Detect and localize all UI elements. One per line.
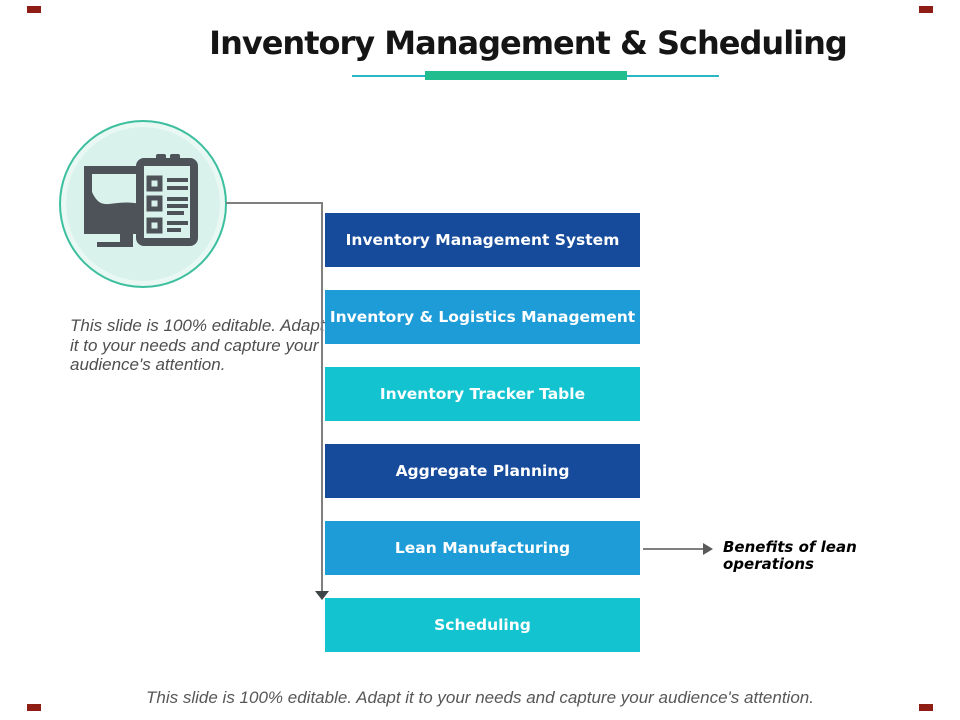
bar: Inventory Tracker Table [325,367,640,421]
slide-title: Inventory Management & Scheduling [209,24,848,62]
bar-label: Aggregate Planning [395,462,570,480]
connector-horizontal-line [226,202,322,204]
bar: Inventory Management System [325,213,640,267]
bar-label: Inventory & Logistics Management [329,308,636,326]
bar-label: Inventory Management System [345,231,620,249]
corner-mark [919,6,933,13]
bar-label: Lean Manufacturing [394,539,571,557]
bar-label: Inventory Tracker Table [379,385,586,403]
callout-text: Benefits of lean operations [723,538,857,573]
corner-mark [27,704,41,711]
bar-label: Scheduling [434,616,531,634]
bar: Lean Manufacturing [325,521,640,575]
bar: Inventory & Logistics Management [325,290,640,344]
corner-mark [919,704,933,711]
connector-arrowhead-icon [315,591,329,600]
icon-circle [59,120,227,288]
editable-note-footer: This slide is 100% editable. Adapt it to… [146,688,814,707]
connector-vertical-line [321,202,323,592]
callout-arrow-line [643,548,703,550]
computer-checklist-icon [84,154,198,247]
corner-mark [27,6,41,13]
bar: Scheduling [325,598,640,652]
title-underline-accent [425,71,627,80]
editable-note-left: This slide is 100% editable. Adapt it to… [70,316,325,374]
callout-arrowhead-icon [703,543,713,555]
bar: Aggregate Planning [325,444,640,498]
